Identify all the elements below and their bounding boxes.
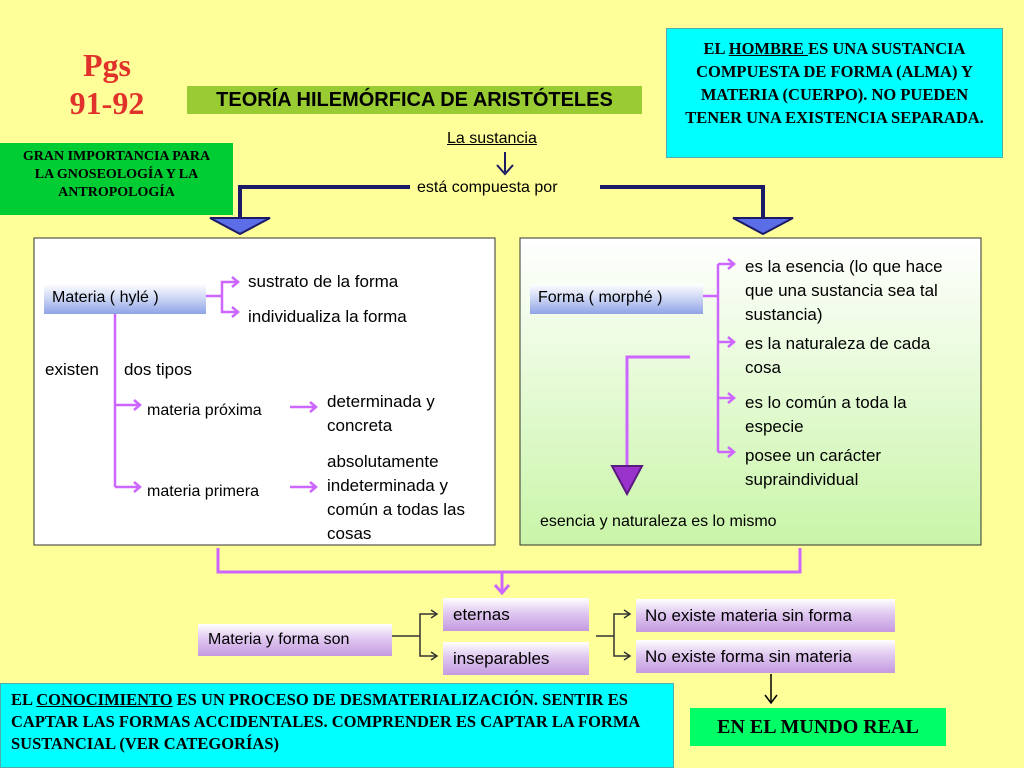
- materia-primera: materia primera: [147, 483, 260, 500]
- materia-prop-1: sustrato de la forma: [248, 272, 399, 291]
- page-title: TEORÍA HILEMÓRFICA DE ARISTÓTELES: [187, 86, 642, 114]
- hombre-box: EL HOMBRE ES UNA SUSTANCIA COMPUESTA DE …: [666, 28, 1003, 158]
- materia-proxima: materia próxima: [147, 402, 262, 419]
- materia-props-connector: [206, 276, 240, 318]
- hombre-rest: ES UNA SUSTANCIA COMPUESTA DE FORMA (ALM…: [685, 39, 984, 127]
- pages-line2: 91-92: [69, 85, 145, 121]
- no-forma-sin-materia: No existe forma sin materia: [636, 640, 895, 673]
- split-connector: [209, 185, 794, 236]
- forma-props-connector: [703, 258, 736, 458]
- hombre-pre: EL: [703, 39, 729, 58]
- no-materia-sin-forma: No existe materia sin forma: [636, 599, 895, 632]
- forma-conclusion: esencia y naturaleza es lo mismo: [540, 513, 777, 530]
- forma-prop-4: posee un carácter supraindividual: [745, 446, 882, 489]
- son-connector: [392, 609, 439, 661]
- conocimiento-pre: EL: [11, 690, 37, 709]
- materia-types-connector: [113, 312, 318, 493]
- join-connector: [216, 548, 802, 596]
- materia-panel: [33, 237, 496, 546]
- dos-tipos-label: dos tipos: [124, 360, 193, 379]
- materia-primera-desc: absolutamente indeterminada y común a to…: [327, 452, 465, 543]
- arrow-sustancia-down: [496, 152, 514, 176]
- existen-label: existen: [45, 360, 99, 379]
- materia-proxima-desc: determinada y concreta: [327, 392, 435, 435]
- forma-conclusion-arrow: [610, 355, 690, 497]
- forma-label: Forma ( morphé ): [530, 284, 703, 314]
- eternas-label: eternas: [443, 598, 589, 631]
- hombre-underlined: HOMBRE: [728, 39, 809, 58]
- forma-prop-1: es la esencia (lo que hace que una susta…: [745, 257, 943, 324]
- pages-line1: Pgs: [83, 47, 131, 83]
- conocimiento-underlined: CONOCIMIENTO: [36, 690, 173, 709]
- no-existe-connector: [596, 609, 632, 661]
- compuesta-label: está compuesta por: [417, 179, 558, 196]
- sustancia-label: La sustancia: [447, 130, 537, 147]
- forma-prop-2: es la naturaleza de cada cosa: [745, 334, 931, 377]
- mundo-real-arrow: [764, 674, 778, 705]
- mundo-real-box: EN EL MUNDO REAL: [690, 708, 946, 746]
- materia-forma-son: Materia y forma son: [198, 624, 392, 656]
- importancia-box: GRAN IMPORTANCIA PARA LA GNOSEOLOGÍA Y L…: [0, 143, 233, 215]
- materia-prop-2: individualiza la forma: [248, 307, 407, 326]
- conocimiento-rest: ES UN PROCESO DE DESMATERIALIZACIÓN. SEN…: [11, 690, 640, 753]
- forma-prop-3: es lo común a toda la especie: [745, 393, 907, 436]
- inseparables-label: inseparables: [443, 642, 589, 675]
- conocimiento-box: EL CONOCIMIENTO ES UN PROCESO DE DESMATE…: [0, 683, 674, 768]
- page-numbers: Pgs 91-92: [62, 46, 152, 122]
- materia-label: Materia ( hylé ): [44, 284, 206, 314]
